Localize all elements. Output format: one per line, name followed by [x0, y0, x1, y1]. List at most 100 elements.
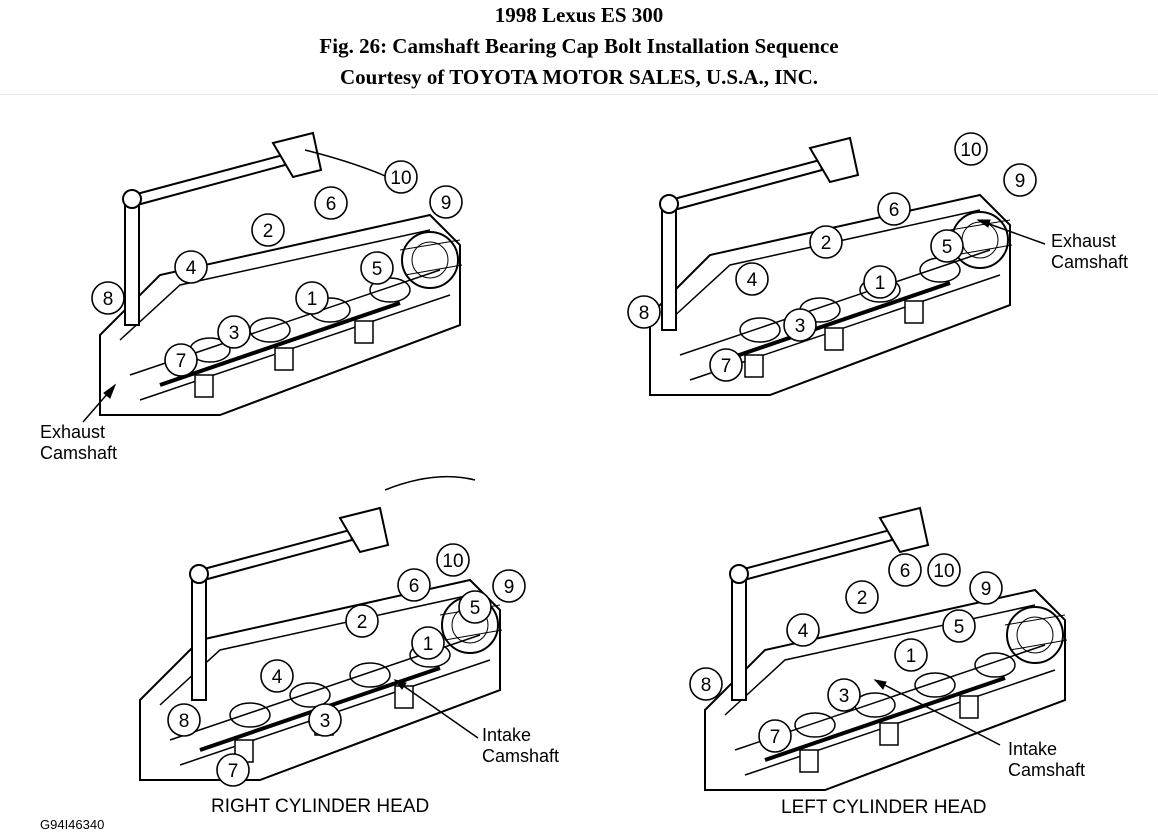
- br-intake-leader: [874, 679, 1001, 746]
- right-cylinder-head-caption: RIGHT CYLINDER HEAD: [211, 796, 430, 817]
- br-intake-camshaft-label: Intake Camshaft: [1008, 739, 1085, 781]
- bl-bubble-9: 9: [492, 569, 526, 603]
- tl-bubble-10: 10: [384, 160, 418, 194]
- tr-bubble-4: 4: [735, 262, 769, 296]
- tl-bubble-1: 1: [295, 281, 329, 315]
- bubble-label: 8: [701, 675, 712, 696]
- bl-bubble-3: 3: [308, 703, 342, 737]
- bl-intake-arrowhead: [393, 679, 407, 690]
- tr-bubble-9: 9: [1003, 163, 1037, 197]
- tr-bubble-7: 7: [709, 348, 743, 382]
- bubble-label: 3: [795, 316, 806, 337]
- bl-bubble-2: 2: [345, 604, 379, 638]
- bubble-label: 4: [798, 621, 809, 642]
- callout-line: Exhaust: [1051, 231, 1117, 251]
- bl-bubble-10: 10: [436, 543, 470, 577]
- br-bubble-1: 1: [894, 638, 928, 672]
- bubble-label: 3: [839, 686, 850, 707]
- bubble-label: 9: [504, 577, 515, 598]
- callout-line: Camshaft: [1008, 760, 1086, 780]
- bubble-label: 4: [747, 270, 758, 291]
- bubble-label: 2: [821, 233, 832, 254]
- engine-illustration-bottom-left: [138, 475, 504, 782]
- bubble-label: 8: [639, 303, 650, 324]
- bubble-label: 4: [272, 667, 283, 688]
- tl-bubble-3: 3: [217, 315, 251, 349]
- tl-bubble-2: 2: [251, 213, 285, 247]
- bubble-label: 6: [326, 194, 337, 215]
- bubble-label: 10: [390, 168, 411, 189]
- bubble-label: 3: [320, 711, 331, 732]
- bubble-label: 1: [906, 646, 917, 667]
- tl-bubble-8: 8: [91, 281, 125, 315]
- bubble-label: 6: [900, 561, 911, 582]
- tr-bubble-2: 2: [809, 225, 843, 259]
- figure-header: 1998 Lexus ES 300 Fig. 26: Camshaft Bear…: [0, 0, 1158, 95]
- bl-bubble-7: 7: [216, 753, 250, 787]
- bubble-label: 9: [1015, 171, 1026, 192]
- bl-intake-camshaft-label: Intake Camshaft: [482, 725, 559, 767]
- left-cylinder-head-caption: LEFT CYLINDER HEAD: [781, 797, 987, 818]
- bubble-label: 6: [889, 200, 900, 221]
- tr-bubble-6: 6: [877, 192, 911, 226]
- callout-line: Camshaft: [40, 443, 118, 463]
- bl-bubble-8: 8: [167, 703, 201, 737]
- tr-bubble-1: 1: [863, 265, 897, 299]
- bubble-label: 5: [470, 598, 481, 619]
- br-bubble-8: 8: [689, 667, 723, 701]
- header-courtesy: Courtesy of TOYOTA MOTOR SALES, U.S.A., …: [339, 65, 819, 89]
- bubble-label: 2: [357, 612, 368, 633]
- bubble-label: 7: [721, 356, 732, 377]
- bubble-label: 10: [933, 561, 954, 582]
- bubble-label: 3: [229, 323, 240, 344]
- bubble-label: 9: [441, 193, 452, 214]
- bubble-label: 5: [942, 237, 953, 258]
- callout-line: Intake: [482, 725, 532, 745]
- tr-bubble-10: 10: [954, 132, 988, 166]
- bl-intake-leader: [394, 679, 479, 739]
- bubble-label: 10: [960, 140, 981, 161]
- tr-exhaust-camshaft-label: Exhaust Camshaft: [1051, 231, 1128, 273]
- header-title: 1998 Lexus ES 300: [494, 3, 664, 27]
- bubble-label: 8: [179, 711, 190, 732]
- callout-line: Camshaft: [482, 746, 560, 766]
- bubble-label: 2: [263, 221, 274, 242]
- bl-bubble-5: 5: [458, 590, 492, 624]
- tl-exhaust-camshaft-label: Exhaust Camshaft: [40, 422, 117, 464]
- bubble-label: 1: [875, 273, 886, 294]
- bl-bubble-4: 4: [260, 659, 294, 693]
- bubble-label: 5: [372, 259, 383, 280]
- tr-bubble-5: 5: [930, 229, 964, 263]
- br-bubble-7: 7: [758, 719, 792, 753]
- bubble-label: 2: [857, 588, 868, 609]
- br-bubble-6: 6: [888, 553, 922, 587]
- bubble-label: 7: [228, 761, 239, 782]
- br-bubble-4: 4: [786, 613, 820, 647]
- tl-bubble-7: 7: [164, 343, 198, 377]
- figure-code: G94I46340: [40, 817, 105, 832]
- tl-bubble-9: 9: [429, 185, 463, 219]
- bubble-label: 8: [103, 289, 114, 310]
- tr-bubble-3: 3: [783, 308, 817, 342]
- tl-exhaust-arrowhead: [103, 383, 117, 399]
- bubble-label: 1: [423, 634, 434, 655]
- bubble-label: 6: [409, 576, 420, 597]
- bubble-label: 5: [954, 617, 965, 638]
- br-bubble-5: 5: [942, 609, 976, 643]
- header-figure-caption: Fig. 26: Camshaft Bearing Cap Bolt Insta…: [319, 34, 839, 58]
- bl-bubble-1: 1: [411, 626, 445, 660]
- tl-bubble-5: 5: [360, 251, 394, 285]
- bubble-label: 7: [176, 351, 187, 372]
- br-bubble-10: 10: [927, 553, 961, 587]
- tr-exhaust-arrowhead: [976, 219, 991, 228]
- callout-line: Intake: [1008, 739, 1058, 759]
- callout-line: Exhaust: [40, 422, 106, 442]
- callout-line: Camshaft: [1051, 252, 1129, 272]
- bubble-label: 4: [186, 258, 197, 279]
- tr-bubble-8: 8: [627, 295, 661, 329]
- bl-bubble-6: 6: [397, 568, 431, 602]
- bubble-label: 9: [981, 579, 992, 600]
- panel-bottom-left: [115, 470, 525, 782]
- br-intake-arrowhead: [873, 679, 887, 690]
